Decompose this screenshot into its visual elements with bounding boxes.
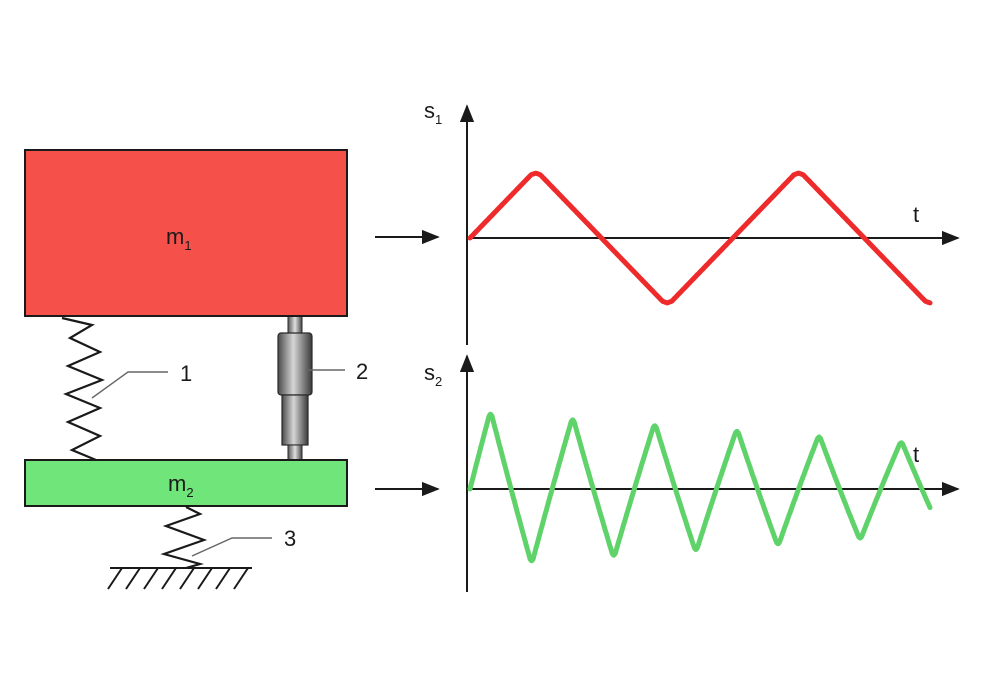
callout-2: 2 — [356, 359, 368, 384]
s2-signal-curve — [467, 411, 933, 564]
s2-x-label: t — [913, 442, 919, 467]
s1-y-label: s1 — [424, 98, 442, 127]
mass-m2 — [24, 459, 348, 507]
callout-leader-1 — [91, 371, 168, 399]
upper-spring — [61, 316, 105, 462]
mass-m1 — [24, 149, 348, 317]
callout-3: 3 — [284, 526, 296, 551]
callout-leader-3 — [191, 537, 272, 557]
s1-signal-curve — [467, 170, 933, 306]
s1-x-label: t — [913, 202, 919, 227]
mass-m1-label: m1 — [166, 224, 192, 253]
s1-graph: s1 t — [424, 98, 960, 345]
s2-y-label: s2 — [424, 360, 442, 389]
lower-spring — [160, 506, 208, 570]
damper — [277, 315, 313, 462]
mass-m2-label: m2 — [168, 471, 194, 500]
s2-graph: s2 t — [424, 354, 960, 592]
callout-1: 1 — [180, 361, 192, 386]
ground — [107, 567, 252, 590]
